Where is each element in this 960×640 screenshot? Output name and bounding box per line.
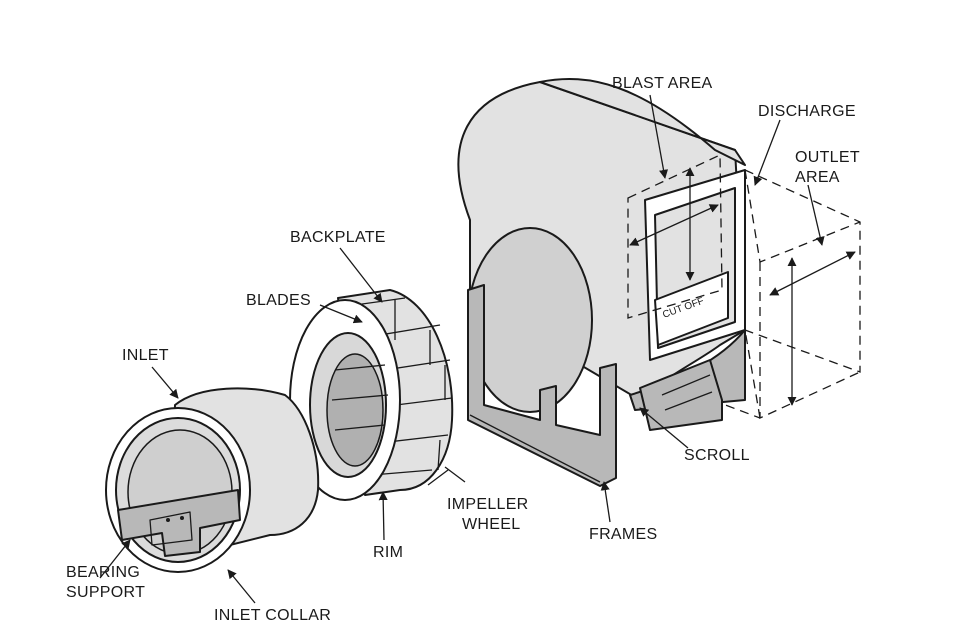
blades-label: BLADES — [246, 292, 311, 309]
leader-lines — [99, 94, 825, 604]
frames — [467, 284, 723, 487]
outlet-area-label-line2: AREA — [795, 169, 840, 186]
inlet-collar-label: INLET COLLAR — [214, 607, 331, 624]
impeller-wheel-label-line2: WHEEL — [462, 516, 520, 533]
labels: BLAST AREA DISCHARGE OUTLET AREA BACKPLA… — [66, 75, 860, 624]
inlet-label: INLET — [122, 347, 169, 364]
discharge-label: DISCHARGE — [758, 103, 856, 120]
bearing-support — [117, 489, 241, 557]
outlet-area-label-line1: OUTLET — [795, 149, 860, 166]
bearing-support-label-line2: SUPPORT — [66, 584, 145, 601]
impeller-wheel-label-line1: IMPELLER — [447, 496, 529, 513]
inlet-assembly — [105, 387, 320, 573]
backplate-label: BACKPLATE — [290, 229, 386, 246]
scroll-top — [539, 77, 746, 166]
blast-area-label: BLAST AREA — [612, 75, 713, 92]
scroll-inlet-opening — [467, 227, 593, 413]
frames-label: FRAMES — [589, 526, 657, 543]
impeller-wheel — [289, 289, 454, 501]
rim-label: RIM — [373, 544, 403, 561]
cut-off-plate — [654, 271, 729, 346]
bearing-support-label-line1: BEARING — [66, 564, 140, 581]
scroll-housing: CUT OFF — [457, 77, 861, 487]
scroll-label: SCROLL — [684, 447, 750, 464]
